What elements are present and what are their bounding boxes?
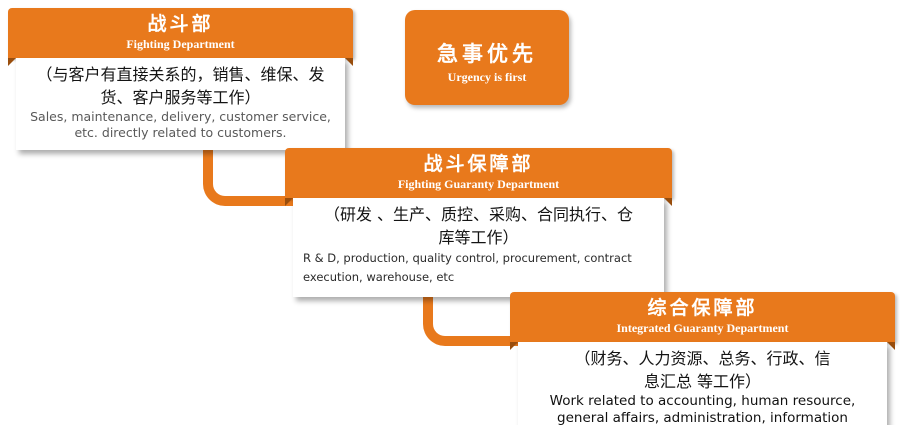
card-integrated-guaranty-department: 综合保障部 Integrated Guaranty Department （财务… [510,292,895,425]
card-fighting-department: 战斗部 Fighting Department （与客户有直接关系的，销售、维保… [8,8,353,151]
card-body: （研发 、生产、质控、采购、合同执行、仓库等工作） R & D, product… [293,198,664,298]
ribbon-fold-left [8,58,16,67]
card-title-zh: 战斗部 [147,13,214,35]
urgency-badge-title-zh: 急事优先 [437,42,537,66]
card-title-en: Fighting Guaranty Department [397,176,560,191]
card-fighting-guaranty-department: 战斗保障部 Fighting Guaranty Department （研发 、… [285,148,672,298]
card-body-en: R & D, production, quality control, proc… [303,250,632,285]
urgency-badge-title-en: Urgency is first [447,70,527,84]
card-title-zh: 综合保障部 [647,297,758,319]
ribbon-fold-right [345,58,353,67]
ribbon-fold-left [285,198,293,207]
card-body-en: Work related to accounting, human resour… [549,392,856,425]
card-body: （与客户有直接关系的，销售、维保、发货、客户服务等工作） Sales, main… [16,58,345,151]
urgency-badge: 急事优先 Urgency is first [405,10,569,105]
card-title-en: Fighting Department [126,36,235,51]
card-body-en: Sales, maintenance, delivery, customer s… [30,108,331,141]
card-title-zh: 战斗保障部 [423,153,534,175]
card-title-en: Integrated Guaranty Department [616,320,789,335]
card-header: 战斗保障部 Fighting Guaranty Department [285,148,672,207]
card-body-zh: （研发 、生产、质控、采购、合同执行、仓库等工作） [323,205,634,247]
card-body: （财务、人力资源、总务、行政、信息汇总 等工作） Work related to… [518,342,887,425]
connector-card1-to-card2 [203,118,303,206]
card-body-zh: （与客户有直接关系的，销售、维保、发货、客户服务等工作） [36,65,325,107]
card-body-zh: （财务、人力资源、总务、行政、信息汇总 等工作） [574,349,831,391]
ribbon-fold-left [510,342,518,351]
ribbon-fold-right [887,342,895,351]
card-header: 战斗部 Fighting Department [8,8,353,67]
ribbon-fold-right [664,198,672,207]
connector-card2-to-card3 [423,260,529,346]
card-header: 综合保障部 Integrated Guaranty Department [510,292,895,351]
